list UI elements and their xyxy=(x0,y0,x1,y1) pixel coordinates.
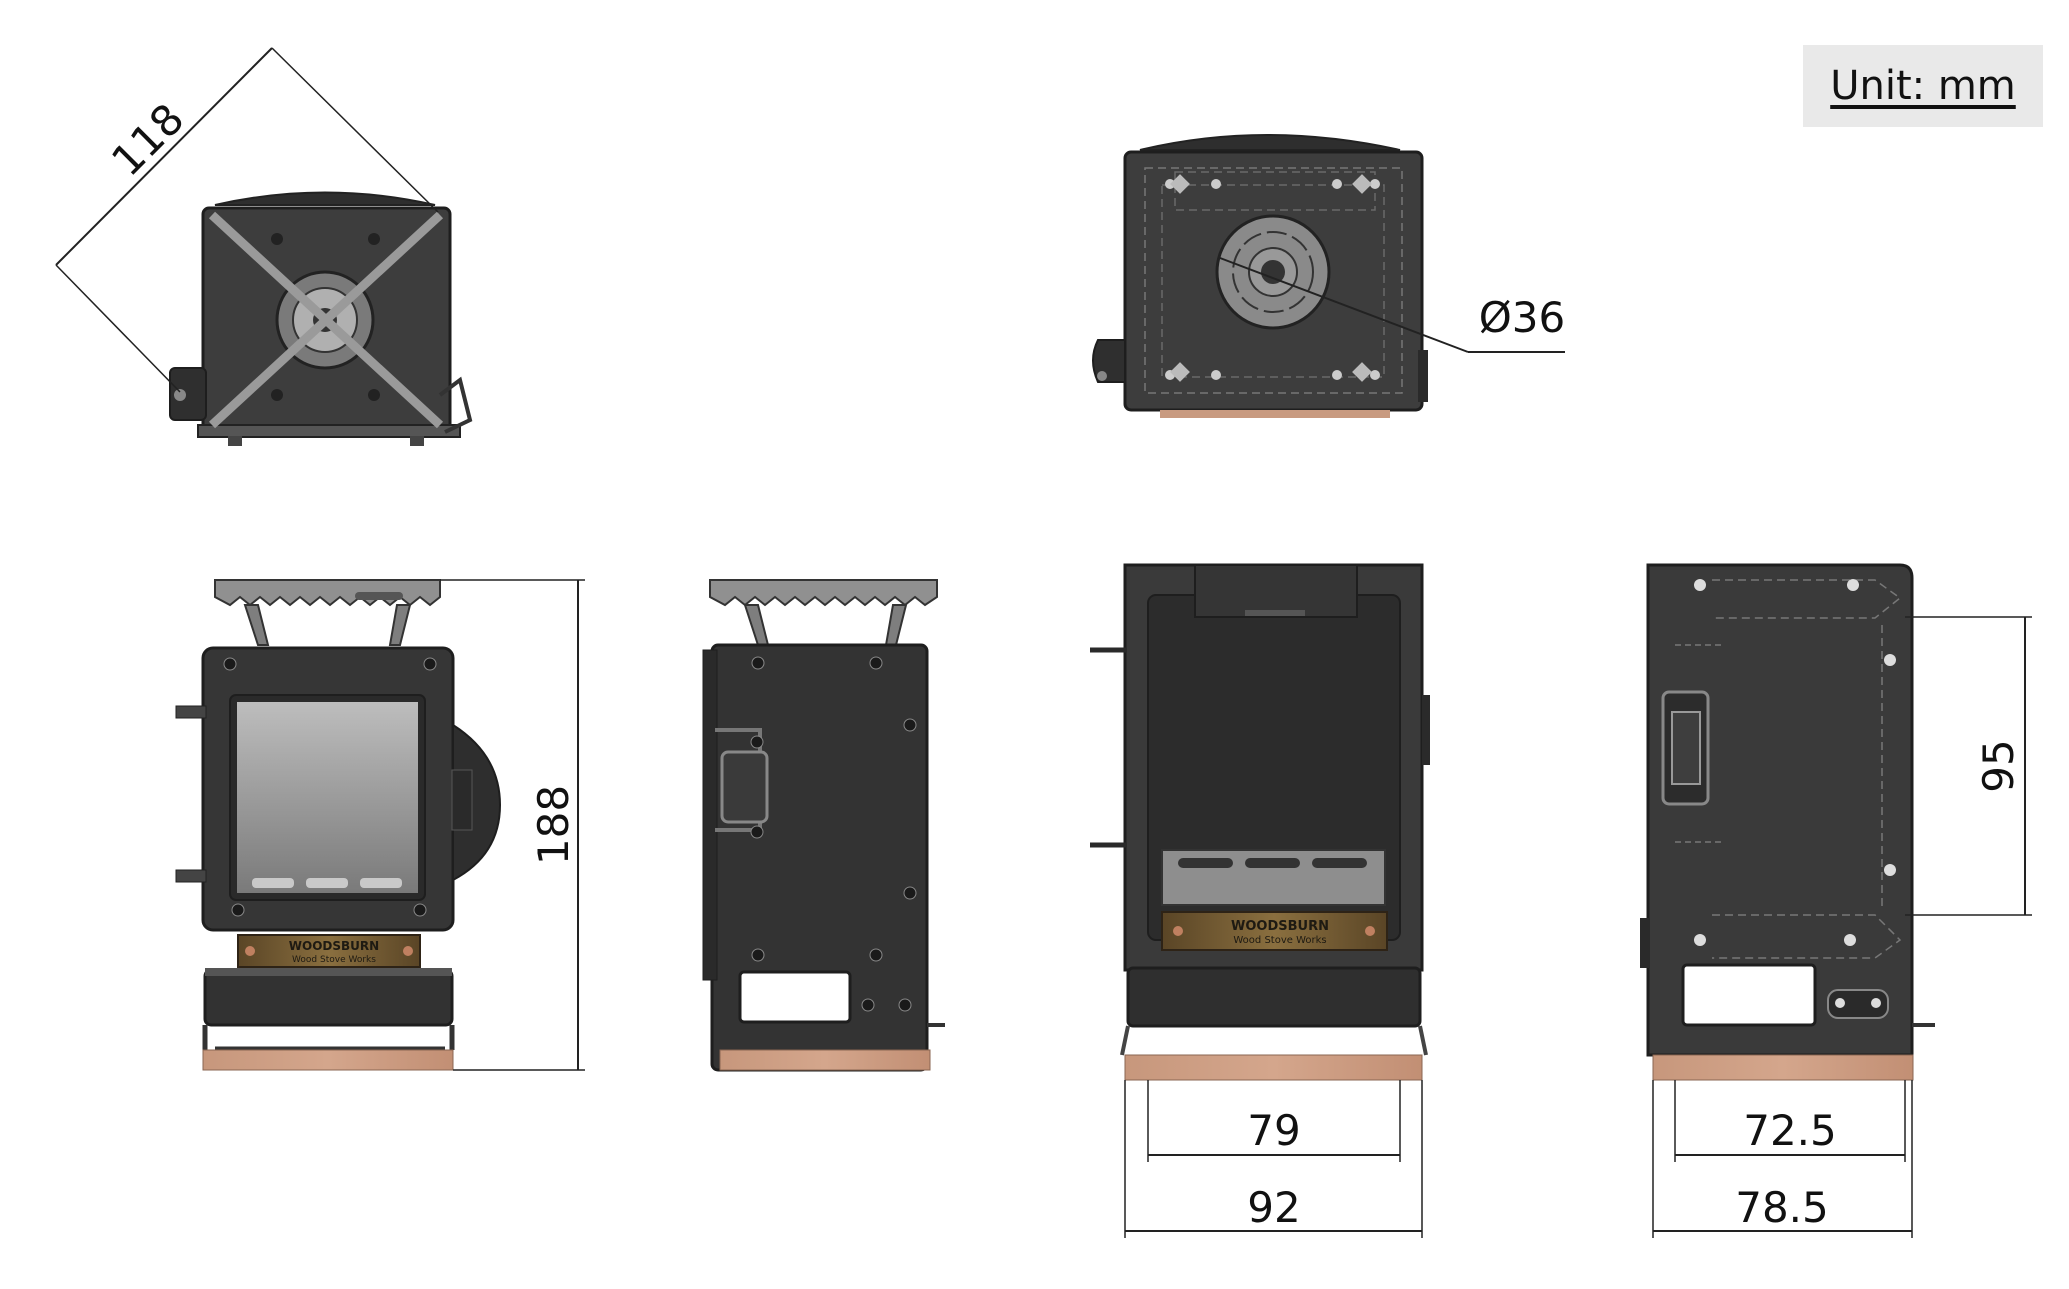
unit-label: Unit: mm xyxy=(1830,63,2016,109)
front-view-glass xyxy=(175,579,585,1071)
nameplate-brand-1: WOODSBURN xyxy=(289,939,379,953)
rear-view xyxy=(1640,563,2032,1238)
bottom-view xyxy=(1092,134,1565,418)
dim-diameter-36: Ø36 xyxy=(1479,293,1566,342)
nameplate-brand-2: WOODSBURN xyxy=(1231,919,1329,934)
dim-118: 118 xyxy=(102,94,193,185)
dim-72-5: 72.5 xyxy=(1743,1106,1837,1155)
dim-78-5: 78.5 xyxy=(1735,1183,1829,1232)
dim-79: 79 xyxy=(1247,1106,1300,1155)
dim-92: 92 xyxy=(1247,1183,1300,1232)
dim-95: 95 xyxy=(1974,739,2023,792)
top-view-left xyxy=(55,47,473,446)
front-view-open xyxy=(1090,563,1430,1238)
nameplate-subtitle-2: Wood Stove Works xyxy=(1233,935,1326,946)
side-view xyxy=(702,579,945,1072)
unit-box: Unit: mm xyxy=(1803,45,2043,127)
nameplate-subtitle-1: Wood Stove Works xyxy=(292,955,376,965)
dim-188: 188 xyxy=(529,785,578,865)
